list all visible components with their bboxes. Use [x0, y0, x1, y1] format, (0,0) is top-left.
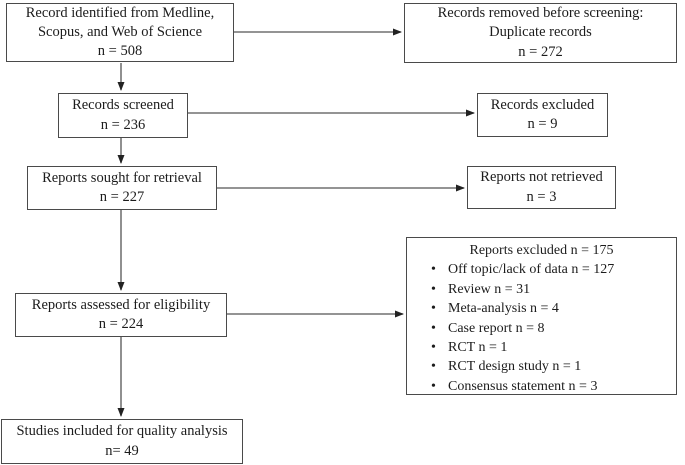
box-reports-sought-line1: Reports sought for retrieval: [42, 169, 202, 186]
list-item: • Review n = 31: [431, 280, 676, 299]
box-records-identified-line2: Scopus, and Web of Science: [37, 23, 203, 40]
box-records-screened-count: n = 236: [100, 116, 146, 133]
bullet-icon: •: [431, 378, 436, 394]
box-reports-assessed: Reports assessed for eligibility n = 224: [15, 293, 227, 337]
box-records-removed-count: n = 272: [518, 43, 563, 60]
box-studies-included: Studies included for quality analysis n=…: [1, 419, 243, 464]
reports-excluded-reason-list: • Off topic/lack of data n = 127 • Revie…: [407, 260, 676, 396]
box-records-identified: Record identified from Medline, Scopus, …: [6, 3, 234, 62]
box-reports-assessed-line1: Reports assessed for eligibility: [31, 296, 211, 313]
excluded-reason: Meta-analysis n = 4: [448, 301, 559, 317]
bullet-icon: •: [431, 301, 436, 317]
excluded-reason: RCT design study n = 1: [448, 359, 582, 375]
box-records-screened-line1: Records screened: [72, 97, 174, 114]
box-reports-not-retrieved-line1: Reports not retrieved: [480, 169, 603, 186]
list-item: • RCT design study n = 1: [431, 357, 676, 376]
list-item: • RCT n = 1: [431, 338, 676, 357]
box-reports-not-retrieved: Reports not retrieved n = 3: [467, 166, 616, 209]
box-records-identified-count: n = 508: [97, 43, 143, 60]
box-reports-excluded-title: Reports excluded n = 175: [469, 243, 614, 258]
bullet-icon: •: [431, 320, 436, 336]
box-reports-excluded: Reports excluded n = 175 • Off topic/lac…: [406, 237, 677, 395]
box-reports-assessed-count: n = 224: [98, 316, 144, 332]
excluded-reason: Review n = 31: [448, 281, 531, 297]
bullet-icon: •: [431, 281, 436, 297]
excluded-reason: Off topic/lack of data n = 127: [448, 262, 615, 278]
box-records-removed-line2: Duplicate records: [489, 24, 592, 41]
box-studies-included-count: n= 49: [105, 442, 139, 459]
list-item: • Meta-analysis n = 4: [431, 299, 676, 318]
box-records-removed-line1: Records removed before screening:: [437, 5, 644, 22]
box-reports-not-retrieved-count: n = 3: [526, 188, 557, 205]
box-studies-included-line1: Studies included for quality analysis: [16, 423, 228, 440]
box-reports-sought-count: n = 227: [99, 189, 145, 205]
box-records-removed: Records removed before screening: Duplic…: [404, 3, 677, 63]
list-item: • Off topic/lack of data n = 127: [431, 260, 676, 279]
list-item: • Consensus statement n = 3: [431, 377, 676, 396]
box-reports-sought: Reports sought for retrieval n = 227: [27, 166, 217, 210]
box-records-excluded-line1: Records excluded: [490, 96, 595, 113]
box-records-identified-line1: Record identified from Medline,: [25, 4, 215, 21]
box-records-excluded: Records excluded n = 9: [477, 93, 608, 137]
excluded-reason: RCT n = 1: [448, 340, 508, 356]
box-records-excluded-count: n = 9: [527, 116, 558, 132]
list-item: • Case report n = 8: [431, 319, 676, 338]
bullet-icon: •: [431, 262, 436, 278]
excluded-reason: Case report n = 8: [448, 320, 545, 336]
box-records-screened: Records screened n = 236: [58, 93, 188, 138]
bullet-icon: •: [431, 359, 436, 375]
bullet-icon: •: [431, 340, 436, 356]
excluded-reason: Consensus statement n = 3: [448, 378, 598, 394]
